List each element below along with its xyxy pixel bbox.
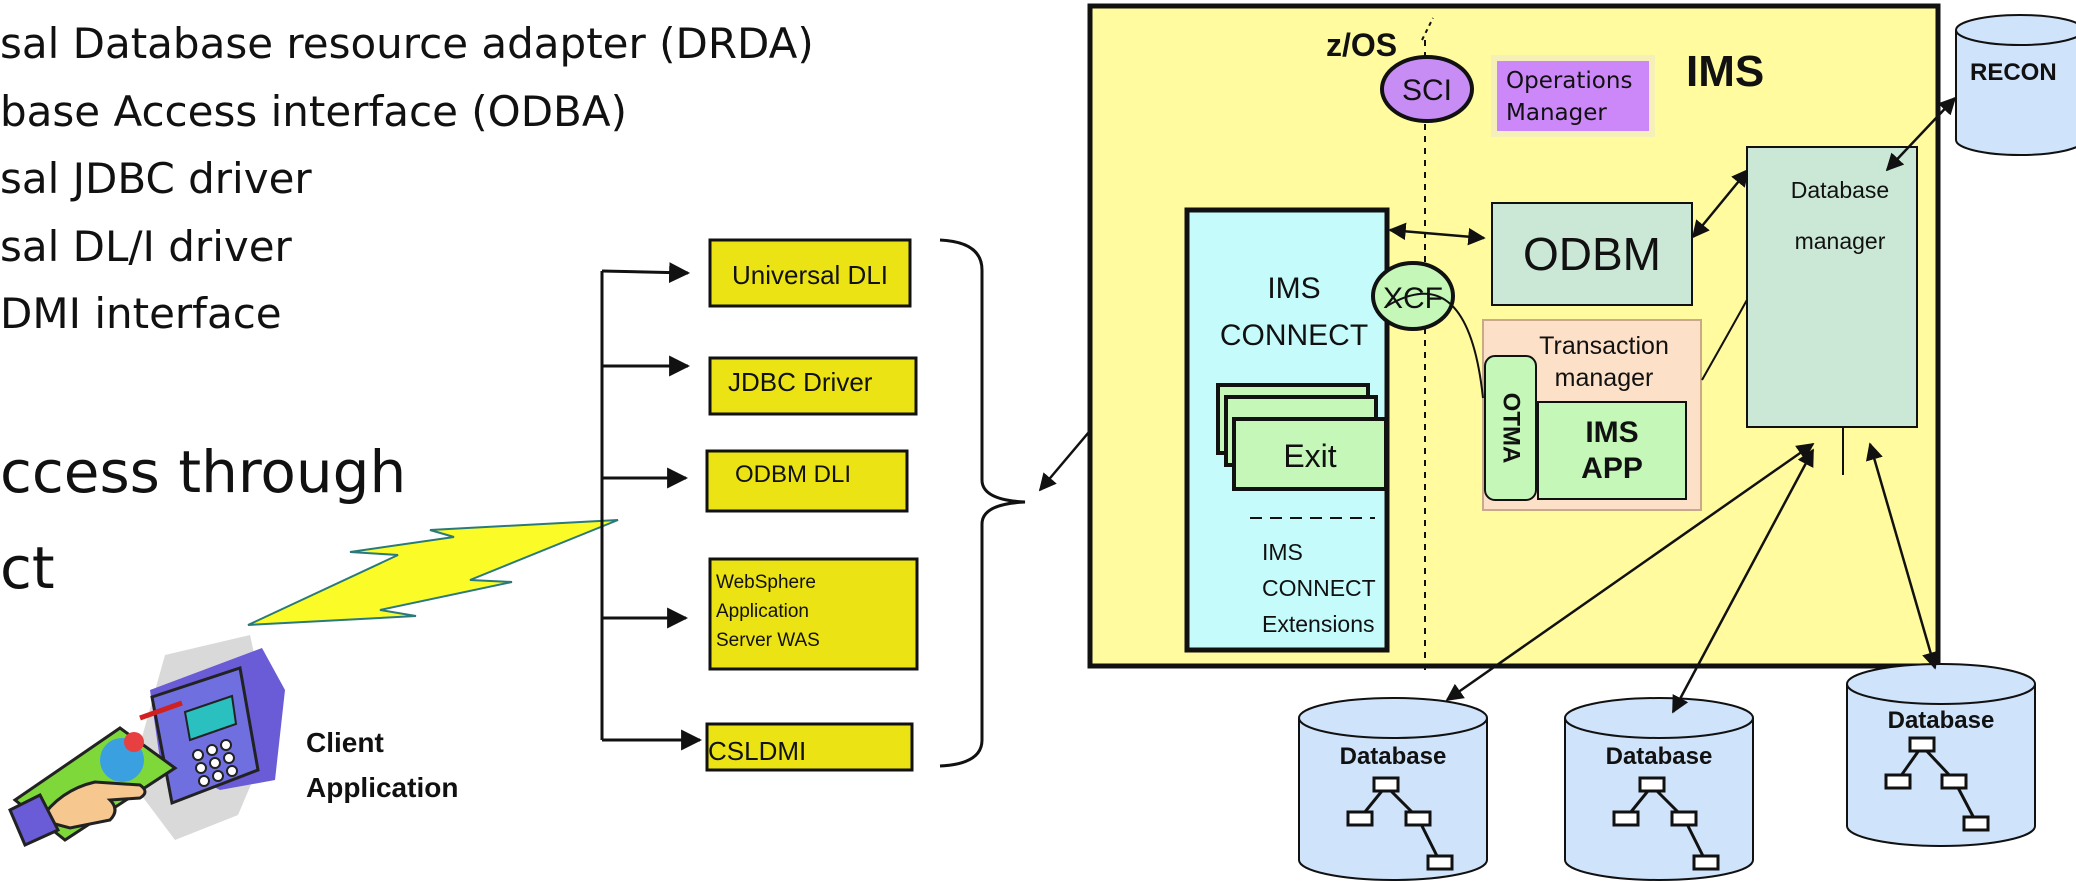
database-label: Database (1340, 743, 1447, 770)
bullet-list: sal Database resource adapter (DRDA) bas… (0, 19, 814, 338)
websphere-box: WebSphere Application Server WAS (708, 557, 919, 671)
xcf-otma-link (1386, 292, 1484, 399)
xcf-label: XCF (1383, 282, 1443, 315)
recon-datastore: RECON (1955, 14, 2076, 156)
hierarchy-tree-icon (1612, 776, 1720, 871)
ims-connect-box: IMS CONNECT Exit IMS CONNECT Extensions (1184, 207, 1390, 653)
drivers-brace (939, 238, 1026, 768)
transaction-manager-line2: manager (1555, 364, 1654, 392)
ims-connect-label-line2: CONNECT (1220, 319, 1368, 352)
dbmgr-recon-arrow (1885, 96, 1957, 172)
odbm-dli-label: ODBM DLI (735, 461, 851, 488)
extensions-label-line1: IMS (1262, 539, 1303, 565)
jdbc-driver-label: JDBC Driver (728, 367, 873, 397)
otma-label: OTMA (1498, 393, 1525, 464)
dbmgr-database2-arrow (1671, 448, 1815, 714)
csldmi-label: CSLDMI (708, 736, 806, 766)
database-label: Database (1606, 743, 1713, 770)
extensions-label-line3: Extensions (1262, 611, 1375, 637)
odbm-label: ODBM (1523, 228, 1661, 280)
universal-dli-label: Universal DLI (732, 260, 888, 290)
dbmgr-database3-arrow (1865, 442, 1940, 670)
ims-app-line2: APP (1581, 452, 1643, 485)
client-label-line2: Application (306, 772, 458, 803)
access-text-line2: ct (0, 534, 55, 602)
database-cylinder: Database (1564, 697, 1754, 881)
client-label-line1: Client (306, 727, 384, 758)
odbm-dli-box: ODBM DLI (705, 449, 909, 513)
extensions-label-line2: CONNECT (1262, 575, 1376, 601)
odbm-box: ODBM (1491, 202, 1693, 306)
client-terminal-icon (8, 635, 285, 847)
exit-box (1232, 417, 1388, 491)
bullet-item: sal Database resource adapter (DRDA) (0, 19, 814, 68)
universal-dli-box: Universal DLI (708, 238, 912, 308)
ims-connect-label-line1: IMS (1267, 272, 1320, 305)
sci-label: SCI (1402, 74, 1452, 107)
hierarchy-tree-icon (1884, 736, 1990, 832)
lightning-bolt-icon (247, 519, 619, 626)
bullet-item: base Access interface (ODBA) (0, 87, 627, 136)
database-cylinder: Database (1298, 697, 1488, 881)
bullet-item: sal DL/I driver (0, 222, 293, 271)
database-cylinder: Database (1846, 663, 2036, 847)
access-text-line1: ccess through (0, 438, 406, 506)
database-manager-line1: Database (1791, 177, 1889, 203)
hierarchy-tree-icon (1346, 776, 1454, 871)
websphere-label-line1: WebSphere (716, 572, 816, 593)
connect-odbm-arrow (1388, 222, 1486, 246)
database-manager-line2: manager (1795, 228, 1886, 254)
operations-manager-line2: Manager (1506, 100, 1607, 126)
sci-node: SCI (1380, 55, 1474, 123)
csldmi-box: CSLDMI (705, 722, 914, 772)
operations-manager-box: Operations Manager (1491, 55, 1655, 137)
ims-title: IMS (1686, 47, 1764, 96)
operations-manager-line1: Operations (1506, 68, 1632, 94)
transaction-manager-line1: Transaction (1539, 332, 1669, 360)
jdbc-driver-box: JDBC Driver (708, 356, 918, 416)
exit-label: Exit (1283, 438, 1336, 474)
ims-app-line1: IMS (1585, 416, 1638, 449)
tm-dbmgr-link (1701, 297, 1749, 381)
database-label: Database (1888, 707, 1995, 734)
odbm-dbmgr-arrow (1691, 168, 1750, 239)
bullet-item: DMI interface (0, 289, 282, 338)
database-manager-box: Database manager (1746, 146, 1918, 428)
transaction-manager-box: Transaction manager OTMA IMS APP (1482, 319, 1702, 511)
recon-label: RECON (1970, 59, 2057, 86)
driver-tree (600, 262, 703, 751)
websphere-label-line2: Application (716, 601, 809, 622)
bullet-item: sal JDBC driver (0, 154, 312, 203)
websphere-label-line3: Server WAS (716, 630, 820, 651)
zos-label: z/OS (1326, 27, 1397, 63)
